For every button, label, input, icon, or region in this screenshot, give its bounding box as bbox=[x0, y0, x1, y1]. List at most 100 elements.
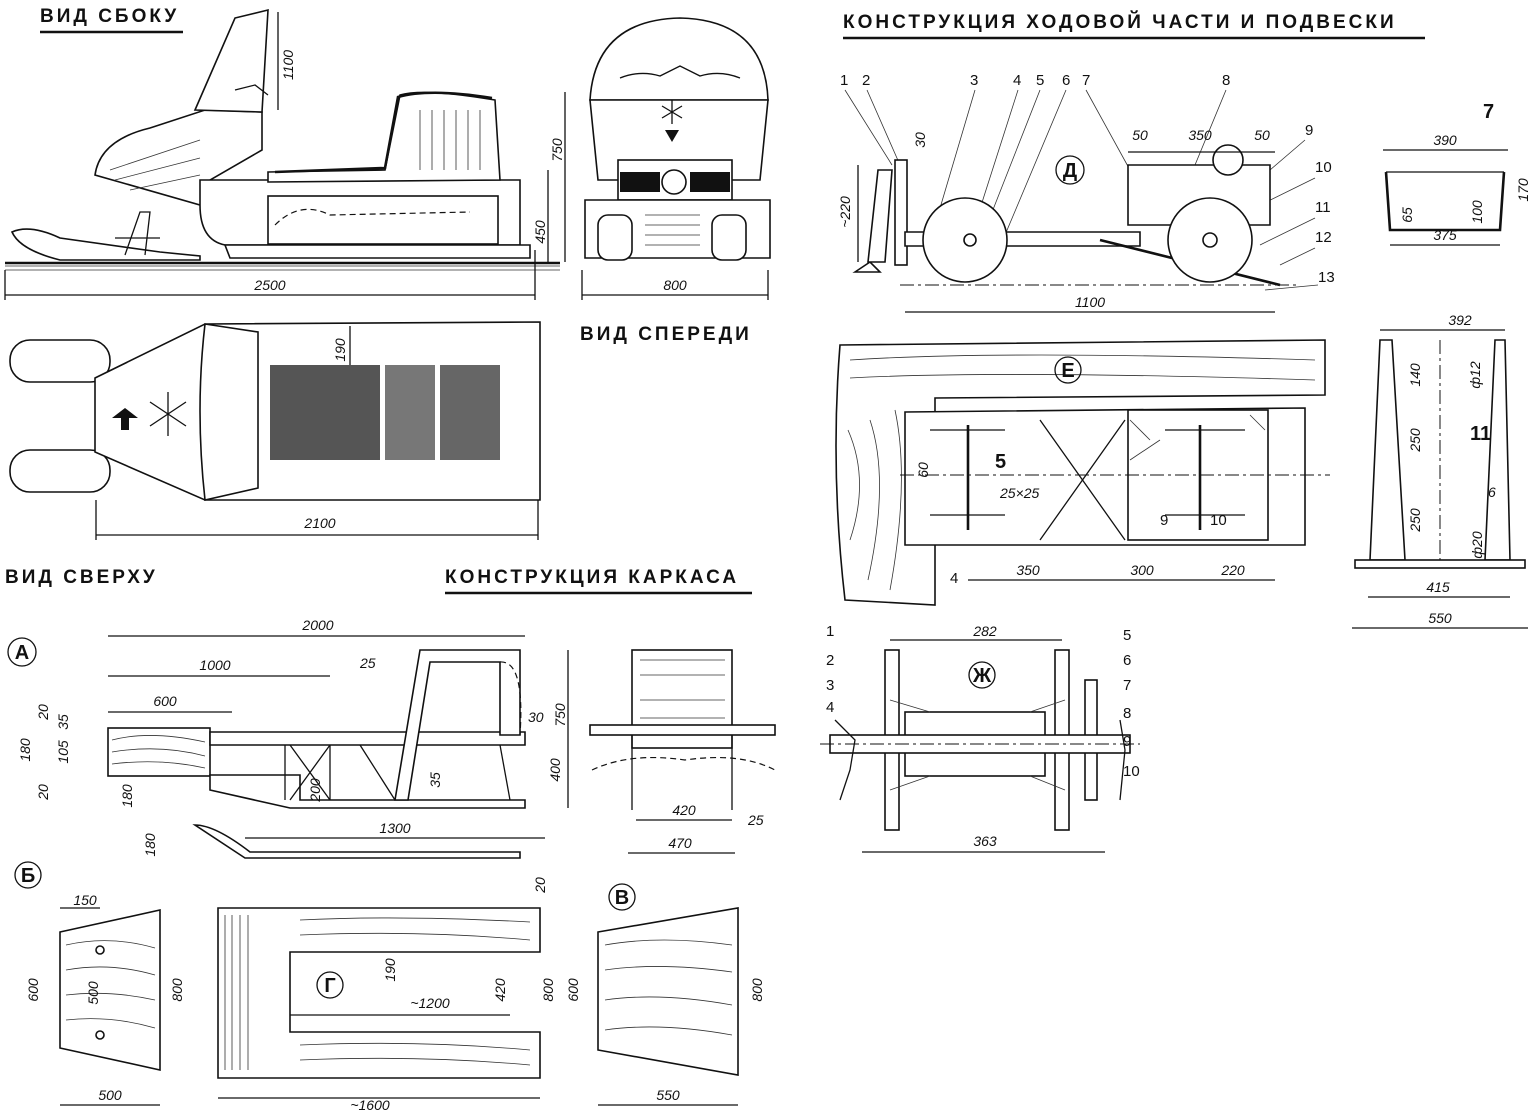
svg-text:8: 8 bbox=[1123, 705, 1131, 722]
svg-text:Е: Е bbox=[1061, 360, 1074, 382]
e-cross-brace bbox=[1039, 419, 1126, 541]
part-7-channel bbox=[1384, 171, 1506, 232]
dim-v-600: 600 bbox=[565, 978, 581, 1002]
dim-top-190: 190 bbox=[332, 338, 348, 362]
dim-g-190: 190 bbox=[382, 958, 398, 982]
snowflake-icon bbox=[149, 392, 187, 436]
top-view-heading: ВИД СВЕРХУ bbox=[5, 567, 158, 588]
dim-7-375: 375 bbox=[1433, 227, 1457, 243]
handlebar bbox=[234, 84, 269, 96]
svg-text:3: 3 bbox=[826, 677, 834, 694]
svg-text:Д: Д bbox=[1063, 160, 1077, 182]
frame-design: КОНСТРУКЦИЯ КАРКАСА А 2000 1000 25 600 3… bbox=[7, 567, 776, 894]
svg-text:1: 1 bbox=[840, 72, 848, 89]
dim-d-50a: 50 bbox=[1132, 127, 1148, 143]
svg-text:7: 7 bbox=[1123, 677, 1131, 694]
dim-7-100: 100 bbox=[1469, 200, 1485, 224]
dim-g-1600: ~1600 bbox=[350, 1097, 390, 1113]
d-ground-plate bbox=[852, 260, 882, 273]
track bbox=[223, 244, 531, 259]
svg-text:3: 3 bbox=[970, 72, 978, 89]
dim-frame-30: 30 bbox=[528, 709, 544, 725]
part-g-plate bbox=[217, 907, 541, 1079]
front-handlebar bbox=[619, 65, 741, 79]
callout-b bbox=[14, 861, 42, 889]
dim-d-50b: 50 bbox=[1254, 127, 1270, 143]
dim-11-250b: 250 bbox=[1407, 508, 1423, 533]
arrow-down-icon bbox=[665, 130, 679, 142]
frame-a-front-block bbox=[107, 727, 211, 777]
svg-text:2: 2 bbox=[862, 72, 870, 89]
dim-g-420: 420 bbox=[492, 978, 508, 1002]
svg-text:10: 10 bbox=[1315, 159, 1332, 176]
dim-g-800: 800 bbox=[540, 978, 556, 1002]
dim-front-800: 800 bbox=[663, 277, 687, 293]
d-bracket bbox=[894, 159, 908, 266]
front-windshield bbox=[589, 17, 769, 101]
front-view: 800 ВИД СПЕРЕДИ bbox=[580, 17, 771, 345]
dim-11-140: 140 bbox=[1407, 363, 1423, 387]
top-seat-front bbox=[270, 365, 380, 460]
part-v-plate bbox=[597, 907, 739, 1076]
callout-g bbox=[316, 971, 344, 999]
dim-frame-25: 25 bbox=[359, 655, 376, 671]
ski-strut bbox=[115, 211, 160, 256]
part-g: Г 190 ~1200 420 800 ~1600 bbox=[217, 907, 556, 1113]
callout-a bbox=[7, 637, 37, 667]
top-ski-left bbox=[9, 339, 111, 383]
dim-e-60: 60 bbox=[915, 462, 931, 478]
dim-side-2500: 2500 bbox=[253, 277, 285, 293]
dim-11-6: 6 bbox=[1488, 484, 1496, 500]
dim-7-170: 170 bbox=[1515, 178, 1531, 202]
top-view: 190 2100 ВИД СВЕРХУ bbox=[5, 321, 541, 588]
part-11-base bbox=[1354, 559, 1526, 569]
headlight-icon bbox=[661, 169, 687, 195]
dim-side-1100: 1100 bbox=[280, 50, 296, 80]
svg-text:А: А bbox=[15, 642, 29, 664]
snowflake-icon bbox=[661, 100, 683, 124]
chassis-e: Е 5 9 10 4 60 25×25 350 300 220 bbox=[835, 339, 1330, 606]
callout-zh bbox=[968, 661, 996, 689]
svg-text:12: 12 bbox=[1315, 229, 1332, 246]
wheel-assembly: 282 Ж 1 2 3 4 5 6 7 8 9 10 363 bbox=[820, 623, 1140, 853]
part-7-label: 7 bbox=[1483, 101, 1494, 123]
front-view-heading: ВИД СПЕРЕДИ bbox=[580, 324, 752, 345]
svg-text:В: В bbox=[615, 887, 629, 909]
svg-text:6: 6 bbox=[1062, 72, 1070, 89]
d-shock-absorber bbox=[867, 169, 893, 263]
svg-text:8: 8 bbox=[1222, 72, 1230, 89]
frame-a-top-rail bbox=[209, 731, 526, 746]
svg-text:13: 13 bbox=[1318, 269, 1335, 286]
svg-text:5: 5 bbox=[1123, 627, 1131, 644]
dim-11-250a: 250 bbox=[1407, 428, 1423, 453]
dim-b-600: 600 bbox=[25, 978, 41, 1002]
dim-frame-2000: 2000 bbox=[301, 617, 333, 633]
dim-e-220: 220 bbox=[1220, 562, 1245, 578]
dim-frame-1300: 1300 bbox=[379, 820, 410, 836]
top-ski-right bbox=[9, 449, 111, 493]
windshield bbox=[193, 8, 269, 113]
dim-top-2100: 2100 bbox=[303, 515, 335, 531]
svg-text:4: 4 bbox=[1013, 72, 1021, 89]
dim-b-150: 150 bbox=[73, 892, 97, 908]
dim-11-550: 550 bbox=[1428, 610, 1452, 626]
dim-d-350: 350 bbox=[1188, 127, 1212, 143]
dim-11-392: 392 bbox=[1448, 312, 1472, 328]
front-ski bbox=[10, 228, 201, 261]
dim-frame-20b: 20 bbox=[35, 784, 51, 801]
dim-frame-20a: 20 bbox=[35, 704, 51, 721]
dim-frame-420: 420 bbox=[672, 802, 696, 818]
e-label-5: 5 bbox=[995, 451, 1006, 473]
dim-frame-180c: 180 bbox=[142, 833, 158, 857]
dim-zh-282: 282 bbox=[972, 623, 997, 639]
dim-d-30: 30 bbox=[912, 132, 928, 148]
top-seat-middle bbox=[385, 365, 435, 460]
side-view-heading: ВИД СБОКУ bbox=[40, 6, 179, 27]
frame-a-ski bbox=[192, 824, 521, 859]
dim-frame-20c: 20 bbox=[532, 877, 548, 894]
svg-text:11: 11 bbox=[1315, 199, 1331, 216]
dim-frame-35b: 35 bbox=[427, 772, 443, 788]
part-b: Б 150 600 500 800 500 bbox=[14, 861, 185, 1106]
e-label-4: 4 bbox=[950, 570, 958, 587]
dim-v-800: 800 bbox=[749, 978, 765, 1002]
